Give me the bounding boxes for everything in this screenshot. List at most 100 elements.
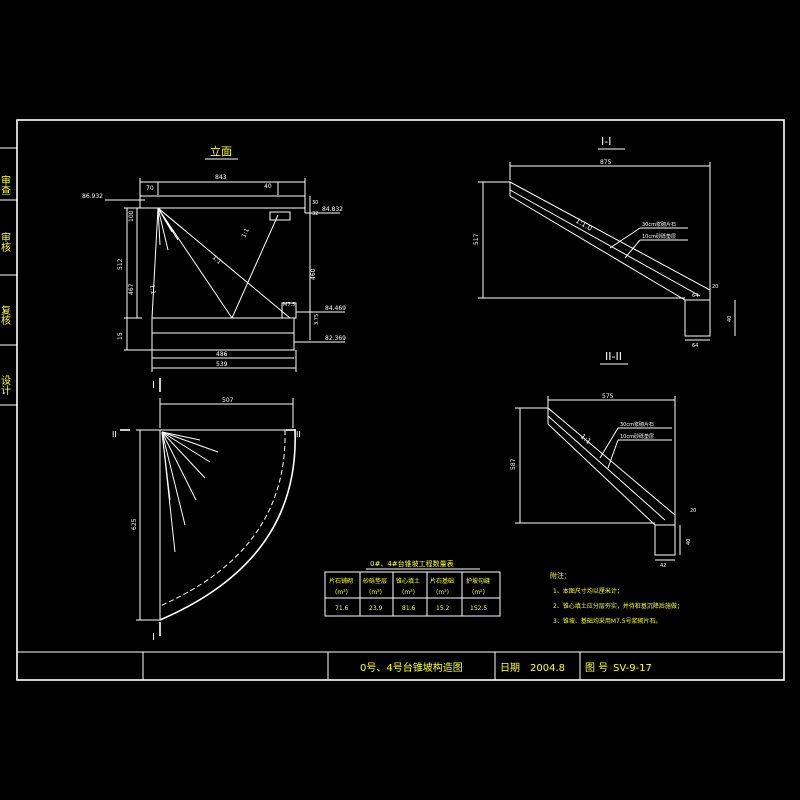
leader [607,439,619,469]
leader [624,239,641,259]
table-header-row: 片石铺砌 (m³) 砂砾垫层 (m³) 锥心填土 (m³) 片石基础 (m³) … [329,577,490,596]
sec1-note1: 30cm浆砌片石 [642,221,676,228]
sec2-note1: 30cm浆砌片石 [620,421,654,428]
table-header-unit: (m³) [335,589,348,596]
elev-left-top: 86.932 [82,193,103,200]
dim-base-w-outer: 539 [216,361,228,368]
dim-height-total: 512 [117,258,124,270]
elev-right-base: 82.369 [325,335,346,342]
sec1-footing [684,299,711,337]
table-header: 锥心填土 [396,577,420,585]
dim-right-small-b: 32 [312,211,318,217]
dim-sec2-width: 575 [602,393,614,400]
slope-label: 1:1 [240,227,251,239]
plan-fan [161,431,206,479]
sec2-slope-body [547,406,676,526]
plan-fan [161,431,201,441]
sidebar-label: 审核 [0,231,11,253]
number-label: 图 号 [585,662,608,674]
table-header-unit: (m³) [369,589,382,596]
plan-outer-arc [159,429,296,621]
table-header: 片石基础 [430,577,454,585]
note-item: 2、锥心填土应分层夯实，并待桩基沉降后施做； [553,602,683,610]
date-label: 日期 [500,662,520,674]
sec2-note2: 10cm砂砾垫层 [620,433,654,440]
elev-right-mid: 84.469 [325,305,346,312]
dim-height-upper: 100 [128,210,135,222]
table-cell: 152.5 [470,605,487,612]
slope-label: 1:1 [211,254,223,266]
plan-fan [161,431,197,501]
table-header: 护坡勾缝 [466,577,490,585]
sec2-base-w: 42 [660,563,666,569]
leader [599,427,619,459]
section-mark-II-right: II [296,430,301,439]
table-cell: 81.6 [402,605,416,612]
dim-sec2-h: 587 [510,458,517,470]
sec1-base-h: 40 [727,316,733,322]
dim-sec1-h: 517 [473,233,480,245]
dim-left-top: 70 [146,185,154,192]
plan-fan [161,431,171,501]
table-cell: 15.2 [436,605,450,612]
section-mark-I-top: I [152,380,155,391]
notes-title: 附注： [550,571,571,580]
table-header: 砂砾垫层 [363,577,387,585]
table-header-unit: (m²) [472,589,485,596]
dim-right-top: 40 [264,183,272,190]
sidebar-label: 复核 [0,304,11,326]
plan-fan [161,431,211,463]
elev-right-top: 84.832 [322,206,343,213]
sec1-note2: 10cm砂砾垫层 [642,233,676,240]
outer-frame [16,119,785,681]
table-header: 片石铺砌 [329,577,353,585]
base-label: M7.5 [283,302,295,308]
footing [151,317,295,351]
table-header-unit: (m³) [402,589,415,596]
fan-line [157,207,161,246]
dim-base-w-inner: 486 [216,351,228,358]
dim-right-small-c: 3.75 [314,314,320,325]
number-value: SV-9-17 [613,663,652,674]
table-title: 0#、4#台锥坡工程数量表 [370,559,454,568]
fan-line [157,207,169,251]
sec1-base-w: 64 [692,293,698,299]
date-value: 2004.8 [530,663,565,674]
sec1-small: 20 [712,284,718,290]
sec1-base-w2: 64 [692,343,698,349]
sec2-base-h: 40 [686,539,692,545]
fan-line [157,207,183,229]
sec1-slope-body [509,181,711,301]
sec2-slope-inner [547,415,666,521]
leader [609,227,641,249]
slope-label: 1:1 [148,284,157,295]
table-cell: 71.6 [335,605,349,612]
right-wall [281,302,297,319]
note-item: 1、本图尺寸均以厘米计； [553,587,623,595]
quantity-table [324,571,501,617]
dim-sec1-width: 875 [600,159,612,166]
table-row: 71.6 23.9 81.6 15.2 152.5 [335,605,487,612]
section-mark-II-left: II [112,430,117,439]
plan-fan [161,431,186,526]
section-mark-I-bottom: I [152,632,155,643]
dim-plan-height: 625 [131,518,138,530]
sec1-slope-inner [509,189,701,297]
sec1-slope: 1:1.0 [574,217,594,233]
section-II-title: II-II [605,350,622,363]
sidebar-label: 审查 [0,174,11,195]
section-I-title: I-I [601,135,611,148]
sec2-footing [654,524,676,556]
plan-fan [161,431,219,453]
sidebar-label: 设计 [0,375,11,396]
cone-right-edge [231,214,279,319]
dim-right-small-a: 30 [312,200,318,206]
drawing-name: 0号、4号台锥坡构造图 [360,661,463,674]
note-item: 3、锥坡、基础均采用M7.5号浆砌片石。 [553,617,662,625]
dim-height-lower: 467 [128,283,135,295]
fan-line [157,207,173,233]
elevation-title: 立面 [210,144,232,158]
table-header-unit: (m³) [436,589,449,596]
abutment-block [269,211,291,221]
